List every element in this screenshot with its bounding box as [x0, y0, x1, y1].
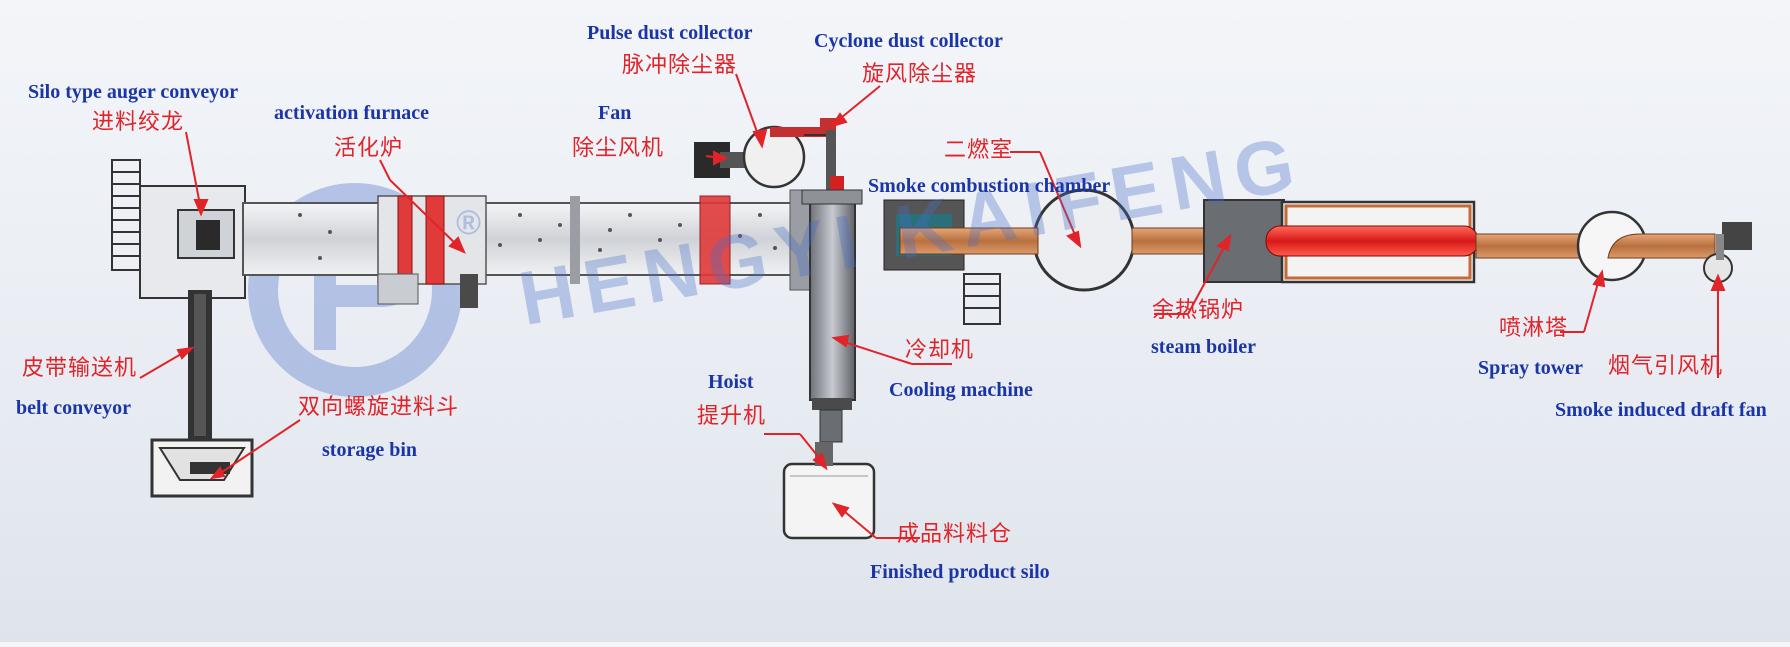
- steam-boiler-equipment: [1203, 199, 1479, 284]
- label-draft-fan-cn: 烟气引风机: [1608, 354, 1724, 379]
- label-storage-bin-en: storage bin: [322, 439, 417, 461]
- label-cyclone-dust-cn: 旋风除尘器: [862, 62, 978, 87]
- label-draft-fan-en: Smoke induced draft fan: [1555, 399, 1767, 421]
- leader-lines: [139, 73, 1726, 539]
- storage-bin-equipment: [150, 438, 254, 498]
- label-steam-boiler-cn: 余热锅炉: [1152, 298, 1245, 323]
- label-smoke-combustion-en: Smoke combustion chamber: [868, 175, 1111, 197]
- flue-pipe-1: [899, 227, 1205, 255]
- label-hoist-en: Hoist: [708, 371, 754, 393]
- label-cooling-machine-cn: 冷却机: [905, 338, 975, 363]
- label-belt-conveyor-cn: 皮带输送机: [22, 356, 138, 381]
- silo-auger-equipment: [111, 159, 246, 299]
- label-belt-conveyor-en: belt conveyor: [16, 397, 131, 419]
- label-finished-silo-en: Finished product silo: [870, 561, 1050, 583]
- label-finished-silo-cn: 成品料料仓: [897, 522, 1013, 547]
- label-fan-cn: 除尘风机: [572, 136, 665, 161]
- label-activation-furnace-en: activation furnace: [274, 102, 429, 124]
- label-spray-tower-cn: 喷淋塔: [1499, 316, 1569, 341]
- flue-pipe-2: [1475, 233, 1587, 259]
- belt-conveyor-equipment: [188, 290, 212, 440]
- label-silo-auger-cn: 进料绞龙: [92, 110, 185, 135]
- label-cooling-machine-en: Cooling machine: [889, 379, 1033, 401]
- label-hoist-cn: 提升机: [697, 404, 767, 429]
- smoke-combustion-chamber-equipment: [883, 188, 1136, 325]
- label-pulse-dust-cn: 脉冲除尘器: [622, 53, 738, 78]
- label-pulse-dust-en: Pulse dust collector: [587, 22, 753, 44]
- label-spray-tower-en: Spray tower: [1478, 357, 1583, 379]
- label-cyclone-dust-en: Cyclone dust collector: [814, 30, 1003, 52]
- finished-product-silo-equipment: [782, 442, 876, 540]
- activation-furnace-drum: [242, 189, 817, 308]
- cooling-machine-equipment: [801, 189, 863, 443]
- label-silo-auger-en: Silo type auger conveyor: [28, 81, 239, 103]
- spray-tower-equipment: [1576, 210, 1716, 282]
- draft-fan-equipment: [1703, 222, 1752, 283]
- label-activation-furnace-cn: 活化炉: [334, 136, 404, 161]
- label-storage-bin-cn: 双向螺旋进料斗: [298, 395, 460, 420]
- label-fan-en: Fan: [598, 102, 632, 124]
- label-steam-boiler-en: steam boiler: [1151, 336, 1256, 358]
- cyclone-dust-collector-equipment: [820, 118, 844, 202]
- watermark-registered-mark: ®: [456, 204, 482, 242]
- label-smoke-combustion-cn: 二燃室: [944, 138, 1014, 163]
